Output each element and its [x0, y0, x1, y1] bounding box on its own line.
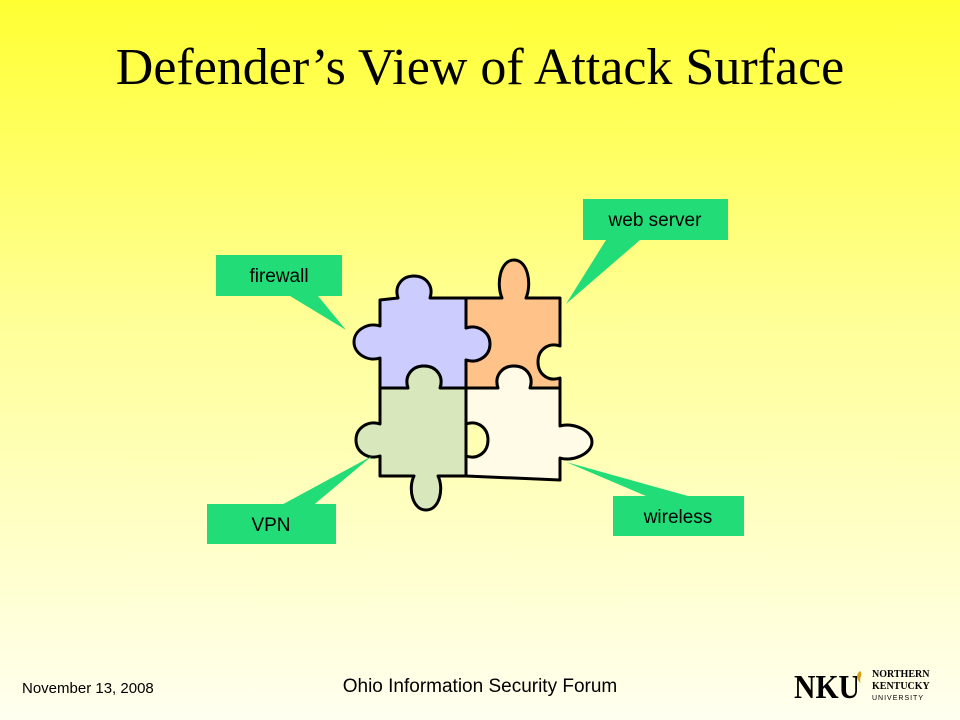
callout-label-vpn: VPN: [251, 515, 290, 536]
nku-logo: NKU NORTHERN KENTUCKY UNIVERSITY: [794, 669, 931, 705]
logo-mark: NKU: [794, 669, 860, 705]
footer-date: November 13, 2008: [22, 680, 154, 697]
callout-pointer-vpn: [276, 456, 372, 508]
callout-pointer-wireless: [566, 462, 688, 496]
logo-line-northern: NORTHERN: [872, 669, 930, 680]
callout-pointer-web-server: [566, 240, 640, 304]
footer-event: Ohio Information Security Forum: [342, 676, 618, 697]
callout-box-vpn: [207, 504, 336, 544]
callout-label-web-server: web server: [608, 210, 703, 231]
callout-box-wireless: [613, 496, 744, 536]
puzzle-piece-vpn: [354, 364, 468, 512]
callout-label-firewall: firewall: [249, 266, 308, 287]
logo-line-university: UNIVERSITY: [872, 695, 924, 702]
callout-box-web-server: [583, 199, 728, 240]
callout-pointer-firewall: [290, 296, 346, 330]
callout-label-wireless: wireless: [643, 507, 713, 528]
flame-icon: [857, 671, 862, 683]
logo-line-kentucky: KENTUCKY: [872, 681, 931, 692]
callout-box-firewall: [216, 255, 342, 296]
slide-title: Defender’s View of Attack Surface: [115, 39, 845, 96]
puzzle-piece-wireless: [464, 364, 594, 482]
